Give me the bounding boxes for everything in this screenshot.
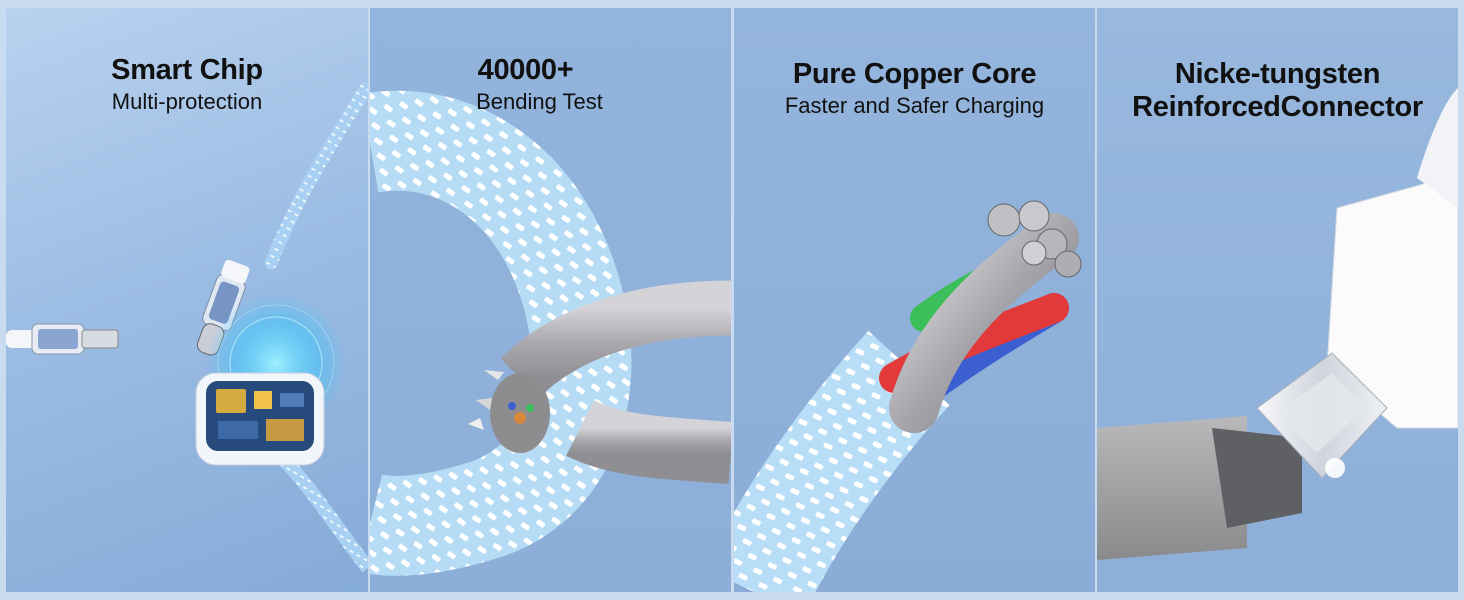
caption-smart-chip: Smart Chip Multi-protection: [6, 54, 368, 115]
frayed-cable-end: [468, 370, 550, 453]
panel-subtitle: Multi-protection: [111, 89, 263, 114]
panel-subtitle: Faster and Safer Charging: [784, 93, 1045, 118]
bending-test-illustration: [370, 90, 731, 576]
shine-highlight: [1325, 458, 1345, 478]
connector-in-block: [1212, 428, 1302, 528]
lightning-connector: [6, 323, 119, 355]
panel-title-line2: ReinforcedConnector: [1132, 91, 1423, 123]
panel-reinforced-connector: Nicke-tungsten ReinforcedConnector: [1097, 8, 1458, 592]
concrete-block: [1097, 416, 1247, 560]
panel-title: Smart Chip: [111, 54, 263, 86]
copper-core-illustration: [734, 200, 1082, 592]
caption-reinforced-connector: Nicke-tungsten ReinforcedConnector: [1097, 58, 1458, 124]
panel-smart-chip: Smart Chip Multi-protection: [6, 8, 368, 592]
panel-title: Pure Copper Core: [792, 58, 1037, 90]
panel-copper-core: Pure Copper Core Faster and Safer Chargi…: [734, 8, 1095, 592]
strand-ends: [987, 200, 1082, 278]
grey-cable-bottom: [566, 399, 731, 484]
braided-cable-bottom: [271, 447, 368, 573]
braided-jacket: [734, 330, 950, 592]
caption-bending-test: 40000+ Bending Test: [370, 54, 731, 115]
chip-module: [195, 372, 325, 466]
panel-subtitle: Bending Test: [476, 89, 603, 114]
panel-title: 40000+: [477, 54, 574, 86]
panel-bending-test: 40000+ Bending Test: [370, 8, 731, 592]
panel-title-line1: Nicke-tungsten: [1174, 58, 1381, 90]
caption-copper-core: Pure Copper Core Faster and Safer Chargi…: [734, 58, 1095, 119]
braided-cable-loop: [370, 90, 632, 576]
braided-cable-top: [264, 81, 368, 270]
smart-chip-illustration: [6, 81, 368, 573]
reinforced-connector-illustration: [1097, 88, 1458, 560]
grey-cable-top: [500, 280, 731, 399]
plug-cable: [1417, 88, 1458, 208]
